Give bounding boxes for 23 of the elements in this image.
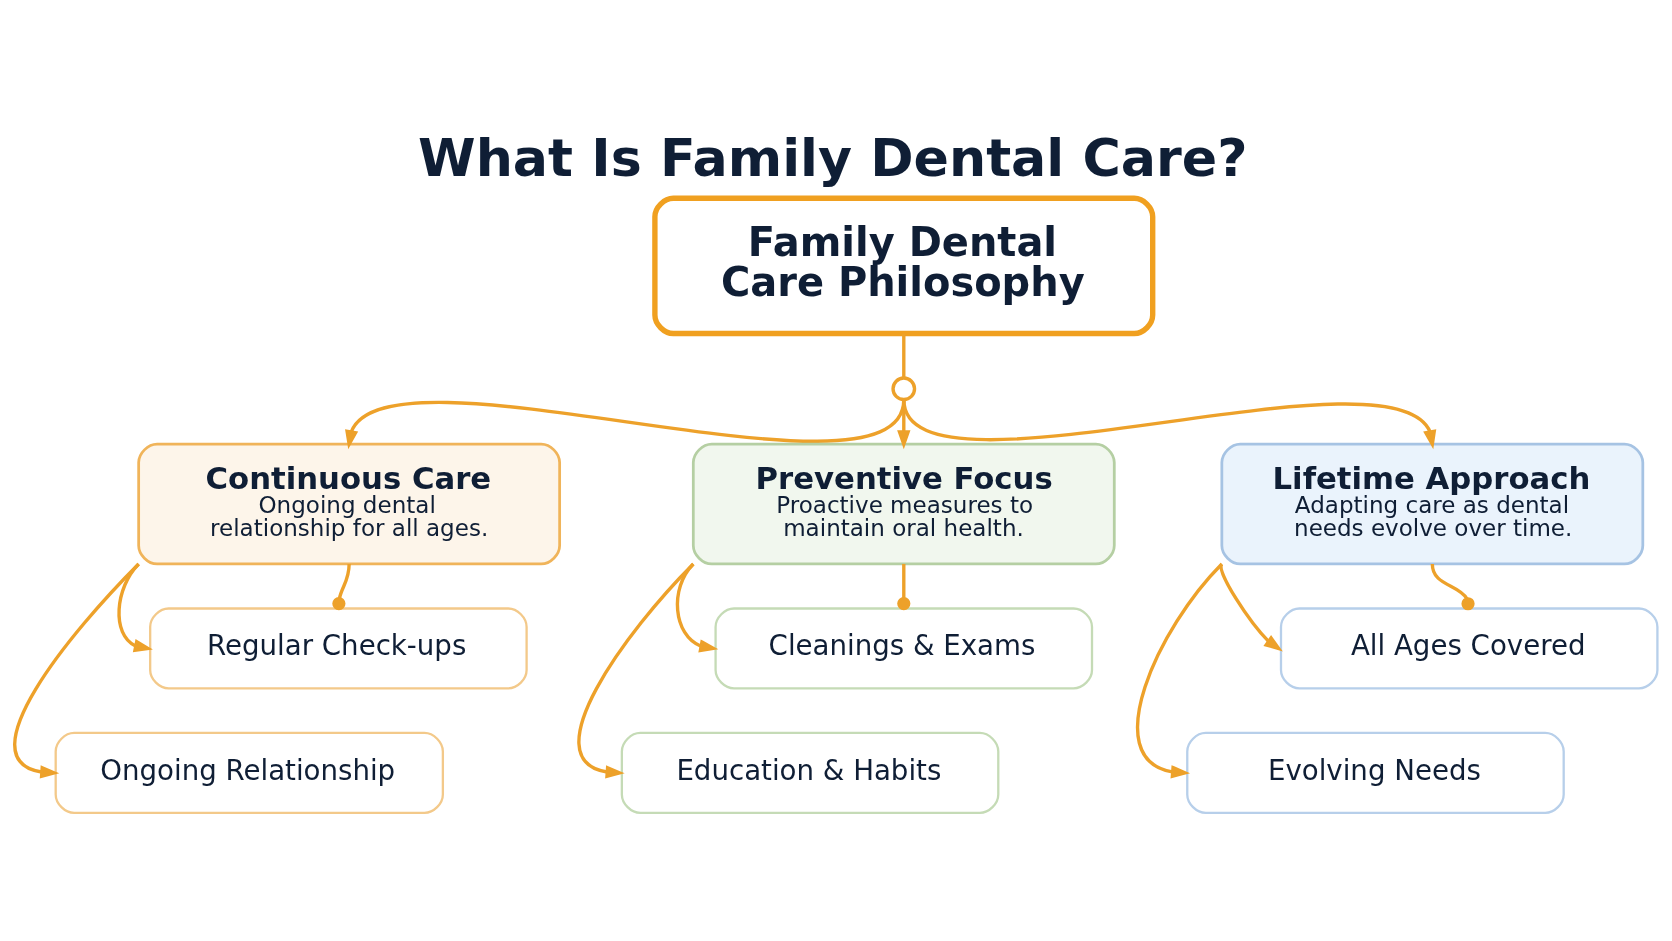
connector bbox=[1430, 563, 1475, 610]
node-box: Evolving Needs bbox=[1186, 731, 1565, 814]
arrow bbox=[1219, 563, 1283, 651]
node-box: Education & Habits bbox=[620, 731, 1000, 814]
node-box: Preventive Focus Proactive measures to maintain oral health. bbox=[691, 442, 1116, 565]
arrow bbox=[117, 562, 153, 652]
connector bbox=[897, 563, 911, 610]
connector bbox=[332, 563, 351, 610]
arrow bbox=[577, 562, 695, 779]
node-box: Ongoing Relationship bbox=[54, 731, 444, 814]
node-box: Continuous Care Ongoing dental relationship for all ages. bbox=[137, 442, 562, 565]
arrow bbox=[1135, 562, 1224, 778]
arrow bbox=[345, 398, 906, 449]
arrow bbox=[902, 398, 1437, 449]
connector bbox=[902, 333, 906, 378]
diagram-title: What Is Family Dental Care? bbox=[418, 127, 1248, 188]
node-box: Family Dental Care Philosophy bbox=[652, 195, 1156, 336]
node-box: Regular Check-ups bbox=[149, 606, 528, 690]
node-circle bbox=[891, 375, 917, 401]
node-box: All Ages Covered bbox=[1279, 606, 1659, 690]
arrow bbox=[13, 562, 140, 779]
node-box: Cleanings & Exams bbox=[714, 606, 1094, 690]
node-box: Lifetime Approach Adapting care as dental needs evolve over time. bbox=[1220, 442, 1645, 565]
